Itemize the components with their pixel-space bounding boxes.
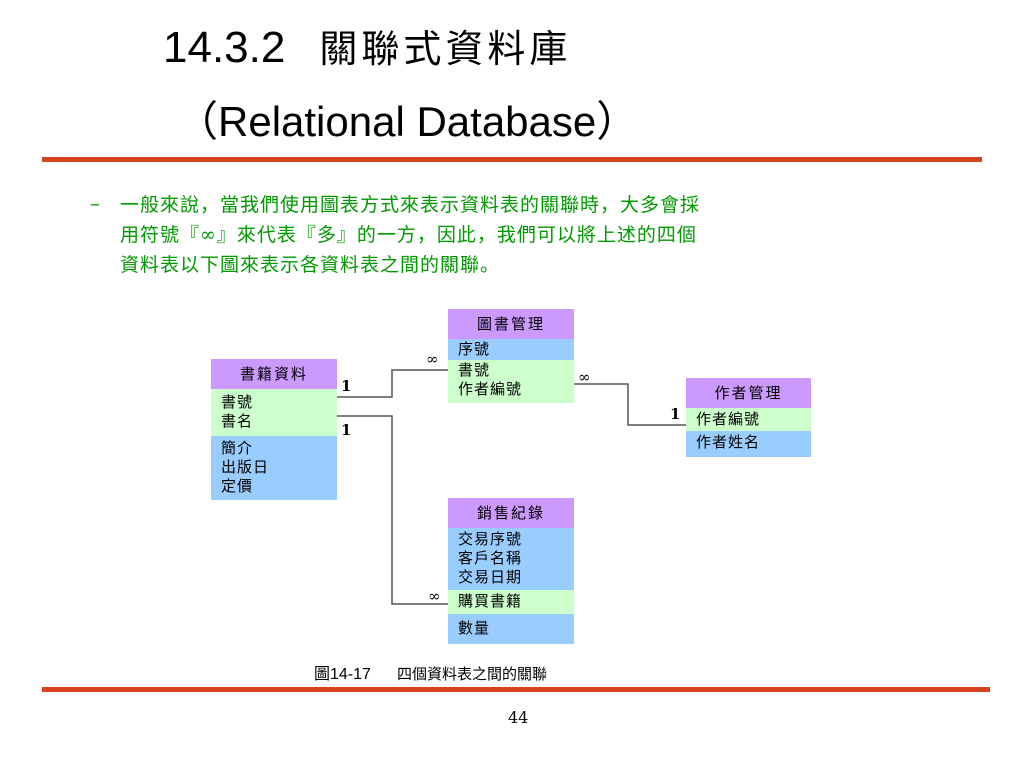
table-sales: 銷售紀錄 交易序號 客戶名稱 交易日期 購買書籍 數量 xyxy=(448,498,574,644)
field-author-id: 作者編號 xyxy=(696,410,761,428)
title-number: 14.3.2 xyxy=(163,23,286,72)
library-author-one-label: 1 xyxy=(670,405,681,423)
bullet-line-1: 一般來說，當我們使用圖表方式來表示資料表的關聯時，大多會採 xyxy=(120,194,701,216)
line-library-author xyxy=(574,383,686,426)
field-trans-id: 交易序號 xyxy=(458,530,523,548)
field-purchased-book: 購買書籍 xyxy=(458,592,523,610)
slide-title: 14.3.2 關聯式資料庫 xyxy=(163,18,571,73)
table-author: 作者管理 作者編號 作者姓名 xyxy=(686,378,811,457)
field-price: 定價 xyxy=(221,477,254,495)
field-trans-date: 交易日期 xyxy=(458,568,523,586)
table-library-title: 圖書管理 xyxy=(448,309,574,339)
field-intro: 簡介 xyxy=(221,439,254,457)
table-books-title: 書籍資料 xyxy=(211,359,337,389)
books-sales-many-label: ∞ xyxy=(428,587,441,605)
caption-text: 四個資料表之間的關聯 xyxy=(396,665,547,683)
bullet-text: 一般來說，當我們使用圖表方式來表示資料表的關聯時，大多會採 用符號『∞』來代表『… xyxy=(120,190,950,280)
bullet-line-2: 用符號『∞』來代表『多』的一方，因此，我們可以將上述的四個 xyxy=(120,224,697,246)
bullet-line-3: 資料表以下圖來表示各資料表之間的關聯。 xyxy=(120,254,501,276)
field-lib-author-id: 作者編號 xyxy=(458,380,523,398)
table-books: 書籍資料 書號 書名 簡介 出版日 定價 xyxy=(211,359,337,500)
caption-number: 圖14-17 xyxy=(314,666,371,683)
top-divider xyxy=(42,157,982,162)
field-quantity: 數量 xyxy=(458,619,491,637)
field-book-name: 書名 xyxy=(221,412,254,430)
page-number: 44 xyxy=(508,708,529,727)
bottom-divider xyxy=(42,687,990,692)
table-sales-title: 銷售紀錄 xyxy=(448,498,574,528)
field-serial: 序號 xyxy=(458,340,491,358)
books-library-one-label: 1 xyxy=(341,377,352,395)
field-lib-book-id: 書號 xyxy=(458,361,491,379)
books-sales-one-label: 1 xyxy=(341,421,352,439)
library-author-many-label: ∞ xyxy=(578,368,591,386)
field-book-id: 書號 xyxy=(221,393,254,411)
field-publish-date: 出版日 xyxy=(221,458,270,476)
table-author-title: 作者管理 xyxy=(686,378,811,408)
table-library: 圖書管理 序號 書號 作者編號 xyxy=(448,309,574,403)
line-books-sales xyxy=(337,415,448,605)
field-author-name: 作者姓名 xyxy=(696,433,761,451)
figure-caption: 圖14-17 四個資料表之間的關聯 xyxy=(314,660,547,684)
slide-subtitle: （Relational Database） xyxy=(176,98,639,145)
field-customer: 客戶名稱 xyxy=(458,549,523,567)
bullet-dash: – xyxy=(90,191,100,215)
title-chinese: 關聯式資料庫 xyxy=(319,27,572,71)
line-books-library xyxy=(337,369,448,398)
books-library-many-label: ∞ xyxy=(426,350,439,368)
